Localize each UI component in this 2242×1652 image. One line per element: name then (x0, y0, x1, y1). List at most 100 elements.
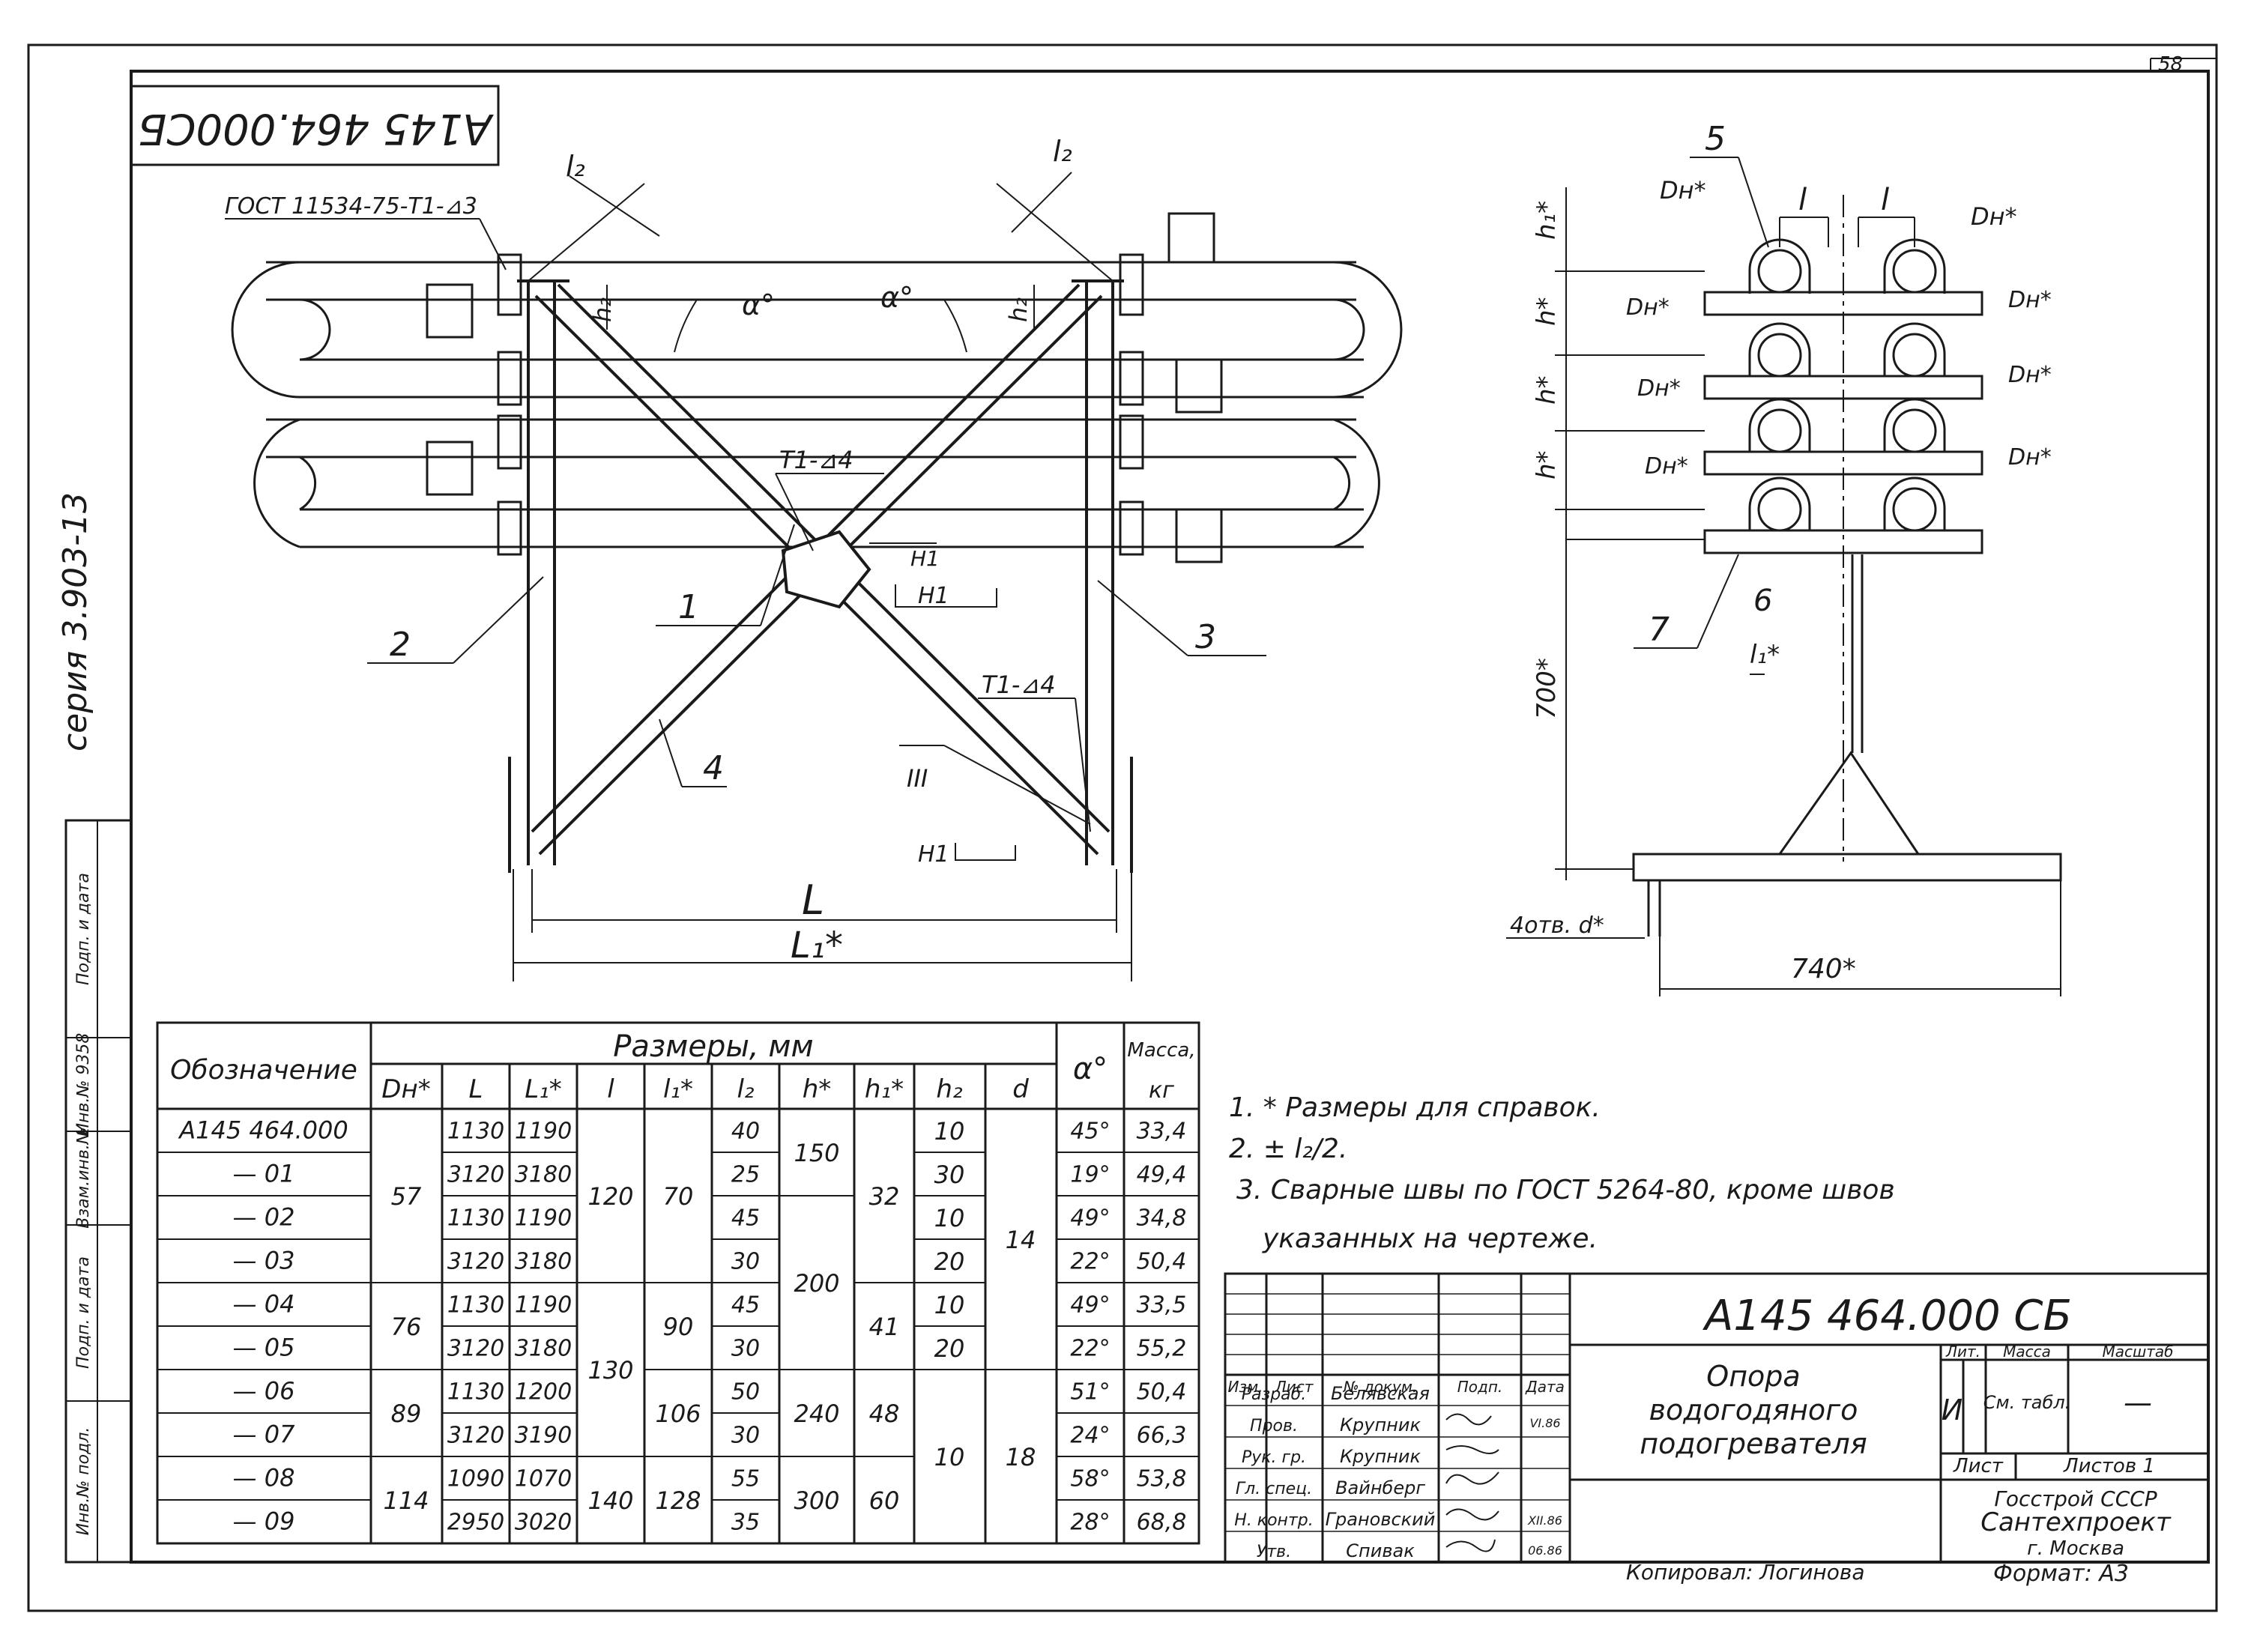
table-cell: 49° (1070, 1205, 1110, 1231)
org-line: Госстрой СССР (1994, 1486, 2157, 1511)
approval-role: Н. контр. (1234, 1511, 1313, 1530)
table-designation: А145 464.000 (178, 1116, 348, 1144)
dim-L1: L₁* (791, 925, 843, 966)
col-group-header: Размеры, мм (613, 1029, 813, 1064)
table-subheader: h₂ (936, 1074, 963, 1104)
table-cell: 3120 (447, 1422, 504, 1448)
table-cell: 76 (391, 1313, 422, 1341)
table-designation: — 03 (233, 1246, 295, 1274)
side-structure (1632, 195, 2062, 937)
front-view: ГОСТ 11534-75-Т1-⊿3 l₂ l₂ h₂ h₂ α° α° Т1… (225, 135, 1403, 981)
table-cell: 1090 (447, 1465, 504, 1492)
table-cell: 30 (731, 1422, 760, 1448)
table-designation: — 08 (233, 1463, 295, 1492)
table-cell: 1190 (515, 1118, 572, 1144)
left-column (508, 279, 569, 873)
mark-h1-b: Н1 (918, 583, 949, 609)
table-subheader: l (607, 1074, 614, 1104)
table-cell: 114 (383, 1486, 429, 1515)
angle-dims (528, 172, 1114, 353)
table-cell: 90 (663, 1313, 694, 1341)
table-cell: 1130 (447, 1205, 504, 1231)
table-designation: — 04 (233, 1289, 295, 1318)
note-line: 3. Сварные швы по ГОСТ 5264-80, кроме шв… (1236, 1175, 1895, 1205)
product-name-line: подогревателя (1640, 1427, 1867, 1460)
table-subheader: Dн* (381, 1074, 430, 1104)
rotated-stamp: А145 464.000СБ (130, 85, 500, 166)
lit-label: Лит. (1945, 1343, 1980, 1361)
table-cell: 200 (794, 1269, 839, 1298)
product-name-line: водогодяного (1649, 1394, 1858, 1426)
dn-label: Dн* (2008, 362, 2052, 388)
table-cell: 1130 (447, 1118, 504, 1144)
table-cell: 45 (731, 1292, 760, 1318)
dn-label: Dн* (2008, 444, 2052, 471)
table-cell: 150 (794, 1139, 839, 1167)
approval-role: Пров. (1250, 1417, 1298, 1435)
side-dim-740: 740* (1791, 954, 1856, 984)
side-dim-h-c: h* (1532, 450, 1562, 479)
table-subheader: l₂ (737, 1074, 754, 1104)
rev-header: Подп. (1457, 1378, 1503, 1396)
table-cell: 55,2 (1137, 1335, 1187, 1361)
table-cell: 30 (934, 1161, 965, 1189)
table-cell: 10 (934, 1291, 965, 1319)
sheets-label: Листов 1 (2063, 1455, 2155, 1477)
signatures (1445, 1413, 1499, 1552)
angle-label-left: α° (742, 288, 775, 321)
position-3: 3 (1195, 618, 1216, 656)
mark-iii: III (907, 764, 928, 793)
table-cell: 68,8 (1137, 1509, 1187, 1535)
dn-label: Dн* (1660, 176, 1706, 205)
side-stamp: Подп. и дата Инв.№ 9358 Взам.инв.№ Подп.… (64, 819, 133, 1564)
table-cell: 34,8 (1137, 1205, 1187, 1231)
table-cell: 106 (655, 1400, 701, 1428)
table-designation: — 06 (233, 1376, 295, 1405)
table-cell: 45° (1070, 1118, 1110, 1144)
mass-label: Масса (2003, 1343, 2051, 1361)
approval-name: Вайнберг (1335, 1477, 1425, 1498)
side-vertical-dims (1555, 187, 2061, 996)
org-line: Сантехпроект (1980, 1507, 2172, 1537)
approval-role: Разраб. (1242, 1385, 1306, 1404)
table-cell: 41 (869, 1313, 900, 1341)
table-cell: 50,4 (1137, 1379, 1187, 1405)
col-mass-1: Масса, (1127, 1039, 1195, 1062)
dims-L (513, 869, 1132, 981)
mark-h1-a: Н1 (910, 546, 940, 571)
table-cell: 19° (1070, 1161, 1110, 1187)
right-column (1072, 279, 1133, 873)
dn-label: Dн* (2008, 287, 2052, 313)
table-cell: 28° (1070, 1509, 1110, 1535)
table-cell: 3180 (515, 1248, 572, 1274)
table-cell: 22° (1070, 1335, 1110, 1361)
table-cell: 25 (731, 1161, 760, 1187)
table-cell: 49,4 (1137, 1161, 1187, 1187)
side-dim-h-b: h* (1532, 375, 1562, 405)
side-position-5: 5 (1705, 120, 1726, 158)
diagonal-braces (531, 283, 1111, 856)
table-cell: 10 (934, 1117, 965, 1146)
title-block: А145 464.000 СБ Опора водогодяного подог… (1224, 1272, 2210, 1564)
pipe-clamps (497, 253, 1144, 556)
table-cell: 1130 (447, 1292, 504, 1318)
table-cell: 240 (794, 1400, 839, 1428)
table-designation: — 02 (233, 1202, 295, 1231)
table-cell: 53,8 (1137, 1465, 1187, 1492)
table-subheader: L (469, 1074, 483, 1104)
date-value: 06.86 (1528, 1543, 1562, 1558)
dn-label: Dн* (1637, 375, 1681, 402)
table-cell: 130 (587, 1356, 633, 1385)
table-cell: 22° (1070, 1248, 1110, 1274)
rev-header: Лист (1275, 1378, 1314, 1396)
gost-weld-note: ГОСТ 11534-75-Т1-⊿3 (225, 193, 477, 220)
approval-name: Крупник (1340, 1415, 1421, 1435)
side-stamp-field: Подп. и дата (74, 873, 93, 985)
org-line: г. Москва (2027, 1537, 2124, 1560)
table-cell: 1200 (515, 1379, 572, 1405)
table-cell: 10 (934, 1443, 965, 1471)
table-cell: 2950 (447, 1509, 504, 1535)
side-dim-h1: h₁* (1532, 201, 1562, 240)
angle-label-right: α° (880, 281, 913, 314)
